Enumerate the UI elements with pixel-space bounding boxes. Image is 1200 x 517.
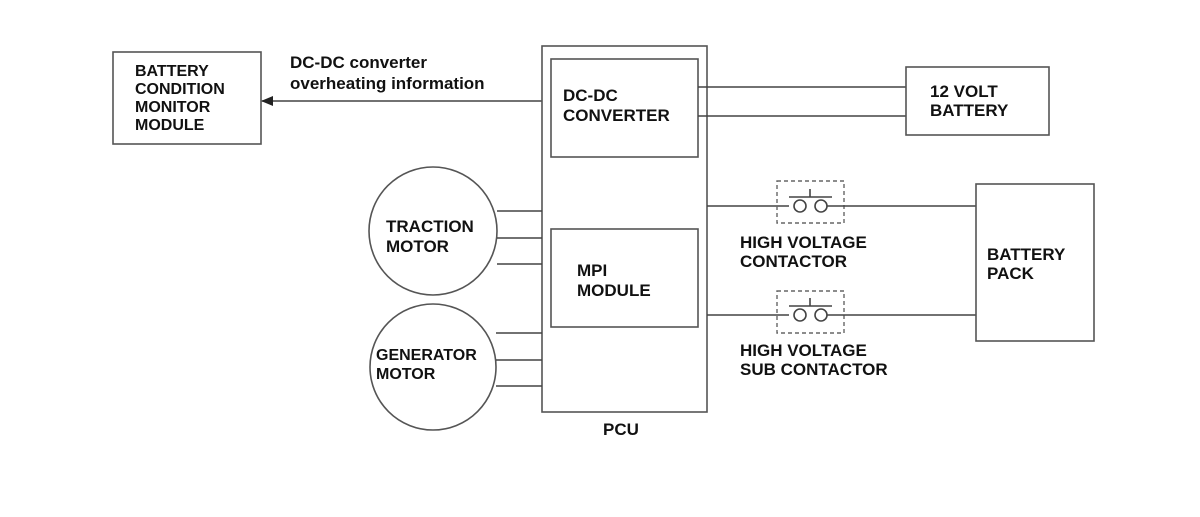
volt-battery-line-2: BATTERY — [930, 101, 1009, 120]
battery-monitor-line-2: CONDITION — [135, 81, 225, 98]
hv-sub-contactor-line-1: HIGH VOLTAGE — [740, 341, 867, 360]
battery-monitor-line-4: MODULE — [135, 117, 205, 134]
battery-monitor-line-1: BATTERY — [135, 63, 209, 80]
generator-motor: GENERATOR MOTOR — [369, 303, 497, 431]
traction-motor-line-2: MOTOR — [386, 237, 449, 256]
mpi-line-1: MPI — [577, 261, 607, 280]
generator-motor-line-2: MOTOR — [376, 366, 436, 383]
twelve-volt-battery-block: 12 VOLT BATTERY — [905, 66, 1050, 136]
battery-pack-line-1: BATTERY — [987, 245, 1066, 264]
overheat-label-line-2: overheating information — [290, 74, 485, 93]
generator-motor-line-1: GENERATOR — [376, 347, 477, 364]
hv-contactor-symbol — [776, 180, 845, 224]
battery-pack-block: BATTERY PACK — [975, 183, 1095, 342]
battery-condition-monitor-module: BATTERY CONDITION MONITOR MODULE — [112, 51, 262, 145]
mpi-line-2: MODULE — [577, 281, 651, 300]
hv-contactor-line-1: HIGH VOLTAGE — [740, 233, 867, 252]
pcu-label: PCU — [603, 420, 639, 439]
traction-motor-line-1: TRACTION — [386, 217, 474, 236]
hv-contactor-line-2: CONTACTOR — [740, 252, 847, 271]
hv-sub-contactor-symbol — [776, 290, 845, 334]
traction-motor: TRACTION MOTOR — [368, 166, 498, 296]
dcdc-line-2: CONVERTER — [563, 106, 670, 125]
dcdc-line-1: DC-DC — [563, 86, 618, 105]
volt-battery-line-1: 12 VOLT — [930, 82, 998, 101]
mpi-module-block: MPI MODULE — [550, 228, 699, 328]
overheat-label-line-1: DC-DC converter — [290, 53, 427, 72]
dcdc-converter-block: DC-DC CONVERTER — [550, 58, 699, 158]
hv-sub-contactor-line-2: SUB CONTACTOR — [740, 360, 888, 379]
battery-pack-line-2: PACK — [987, 264, 1035, 283]
battery-monitor-line-3: MONITOR — [135, 99, 211, 116]
